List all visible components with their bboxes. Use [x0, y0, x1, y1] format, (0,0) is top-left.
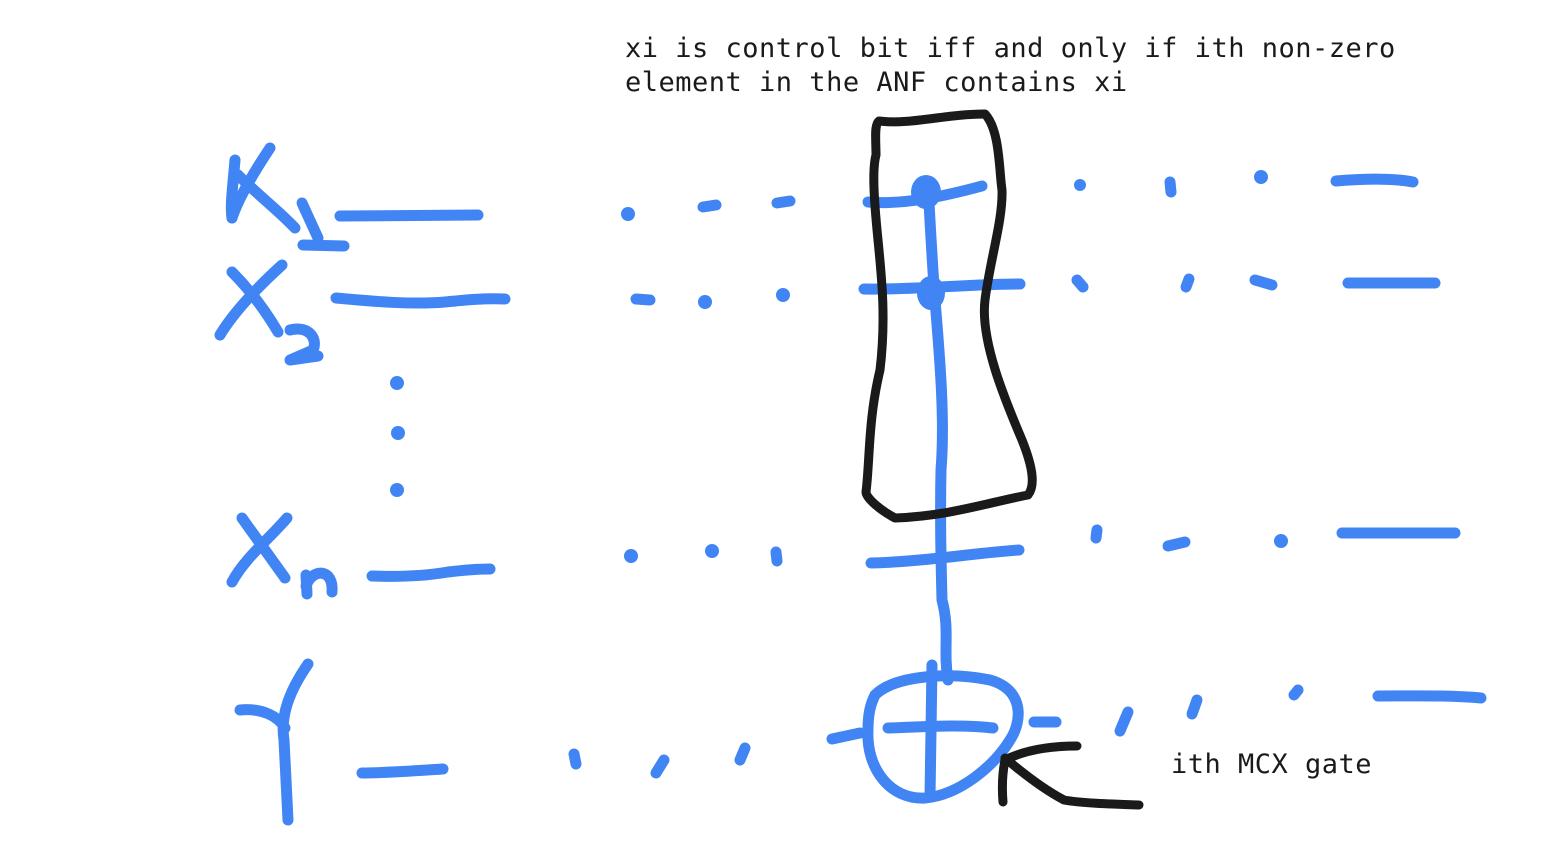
vertical-ellipsis — [390, 376, 405, 497]
label-xn — [226, 512, 338, 600]
label-y — [234, 658, 314, 826]
annotation-line-1: xi is control bit iff and only if ith no… — [625, 33, 1396, 64]
target-horizontal — [882, 720, 999, 734]
mcx-gate — [862, 175, 1024, 804]
label-x1 — [225, 142, 350, 252]
control-dot-x2 — [917, 276, 945, 310]
wire-y — [356, 684, 1487, 779]
target-circle — [862, 670, 1024, 804]
annotation-line-2: element in the ANF contains xi — [625, 67, 1128, 98]
control-line — [922, 179, 954, 686]
control-highlight-box — [861, 109, 1037, 523]
control-dot-x1 — [911, 175, 941, 209]
wire-xn — [366, 524, 1461, 582]
label-x2 — [214, 259, 324, 366]
arrow-icon — [997, 741, 1144, 810]
gate-label: ith MCX gate — [1171, 749, 1372, 780]
